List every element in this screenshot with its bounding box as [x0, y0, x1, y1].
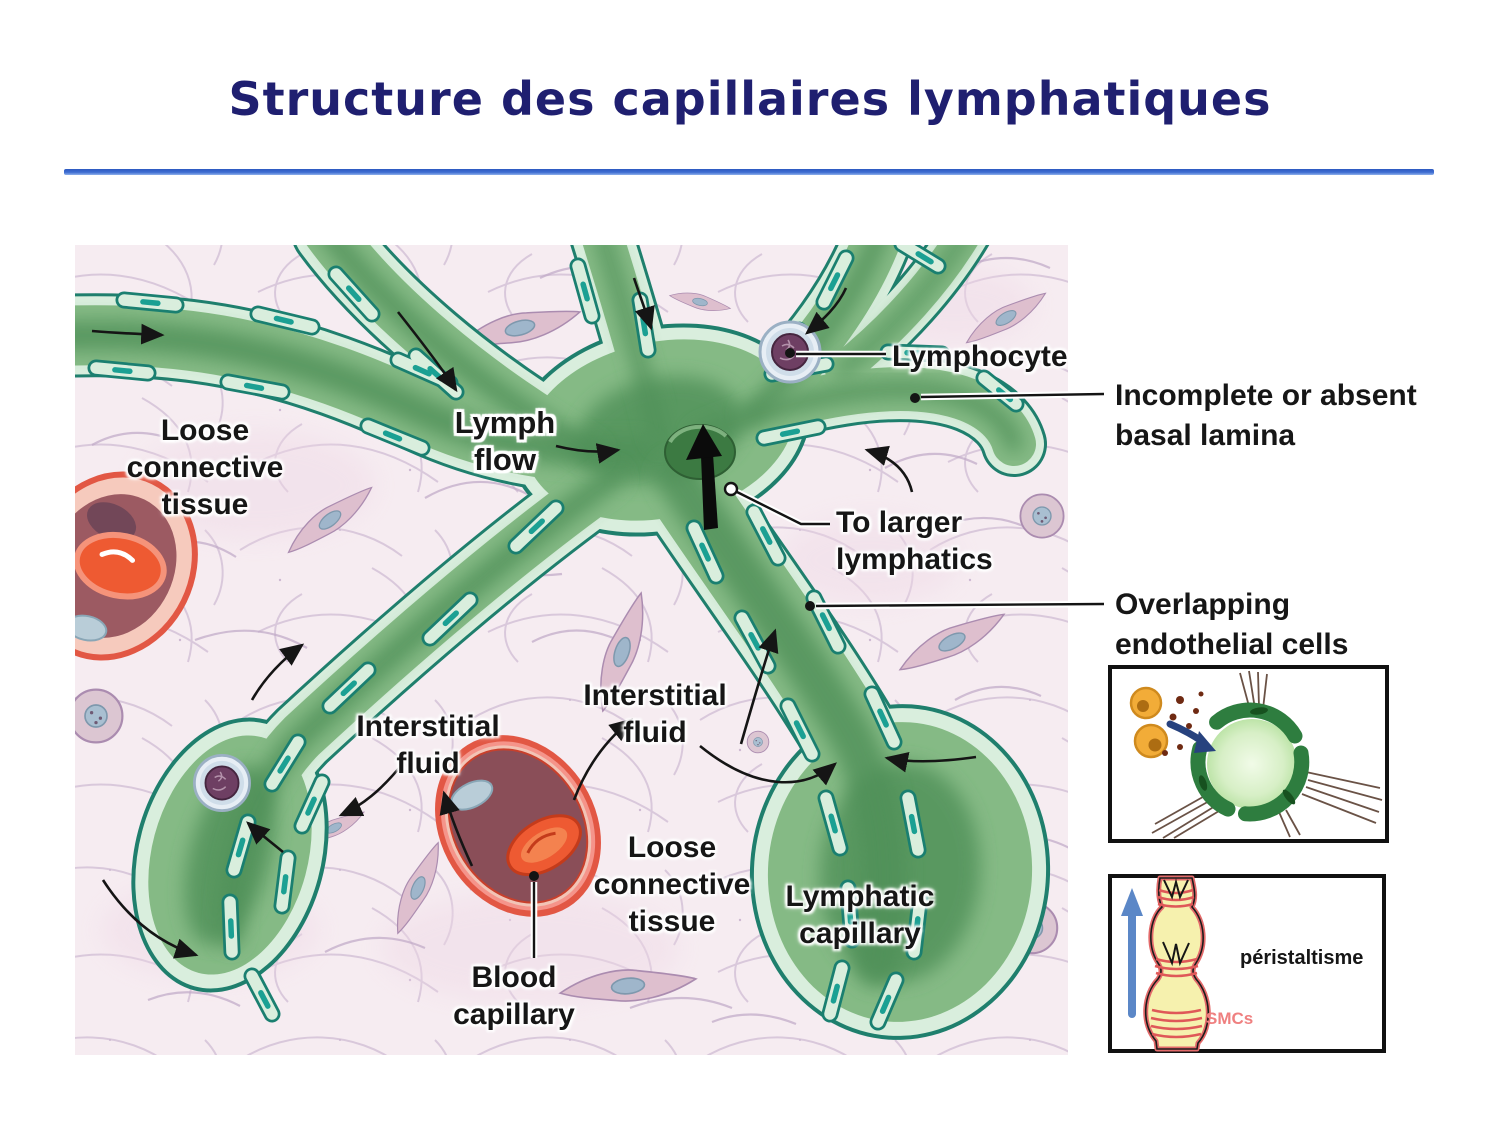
lymph-flow-thick-arrow	[686, 424, 722, 530]
label-line: flow	[474, 442, 536, 477]
label-line: Blood	[471, 961, 557, 994]
label-line: tissue	[161, 488, 249, 521]
label-overlapping-endothelial-cells: Overlapping endothelial cells	[1115, 585, 1348, 665]
to-larger-anchor-dot	[723, 481, 739, 497]
label-line: To larger	[836, 506, 963, 539]
label-line: tissue	[628, 905, 716, 938]
label-blood-capillary: Blood capillary	[453, 959, 575, 1033]
title-underline	[64, 169, 1434, 175]
illustration-base	[75, 245, 1068, 1055]
lymphocyte-anchor-dot	[785, 348, 795, 358]
label-loose-connective-tissue-left: Loose connective tissue	[127, 412, 284, 523]
label-line: lymphatics	[836, 543, 993, 576]
label-to-larger-lymphatics: To larger lymphatics	[836, 504, 993, 578]
flow-arrows	[91, 277, 977, 959]
slide-title: Structure des capillaires lymphatiques	[228, 72, 1272, 126]
blood-capillary-anchor-dot	[529, 871, 539, 881]
basal-lamina-anchor-dot	[910, 393, 920, 403]
overlapping-cells-anchor-dot	[805, 601, 815, 611]
label-lymphocyte: Lymphocyte	[892, 340, 1068, 373]
inset-overlapping-endothelium	[1108, 665, 1389, 843]
label-incomplete-basal-lamina: Incomplete or absent basal lamina	[1115, 376, 1417, 456]
capillary-lumen	[1207, 719, 1297, 809]
label-lymphatic-capillary: Lymphatic capillary	[786, 878, 935, 952]
entry-arrow	[1166, 720, 1216, 753]
label-line: connective	[593, 868, 751, 901]
inset-peristalsis	[1108, 874, 1386, 1053]
label-line: Overlapping	[1115, 588, 1291, 621]
label-line: fluid	[396, 747, 460, 780]
endothelial-cells	[87, 245, 1025, 1031]
label-line: Interstitial	[356, 710, 500, 743]
label-line: Interstitial	[583, 679, 727, 712]
blood-vessel-left	[75, 471, 198, 661]
label-line: Lymphatic	[785, 880, 935, 913]
red-blood-cell	[506, 814, 582, 876]
collecting-lymphatic-vessel	[1143, 875, 1211, 1052]
interstitial-cells	[1129, 686, 1204, 759]
label-peristaltisme: péristaltisme	[1240, 947, 1364, 969]
smooth-muscle-rings	[1150, 888, 1203, 1039]
label-line: capillary	[799, 917, 921, 950]
label-loose-connective-tissue-center: Loose connective tissue	[594, 829, 751, 940]
peristalsis-direction-arrow	[1121, 888, 1143, 1018]
label-line: Loose	[160, 414, 250, 447]
label-line: endothelial cells	[1115, 628, 1349, 661]
label-line: fluid	[623, 716, 687, 749]
leader-lines	[529, 348, 1105, 958]
label-interstitial-fluid-left: Interstitial fluid	[356, 708, 499, 782]
label-line: capillary	[453, 998, 575, 1031]
label-line: basal lamina	[1115, 419, 1296, 452]
label-line: Incomplete or absent	[1115, 379, 1417, 412]
label-line: Lymph	[454, 405, 556, 440]
label-lymph-flow: Lymph flow	[455, 404, 555, 478]
lymphocyte-cell-2	[193, 754, 251, 812]
label-line: connective	[126, 451, 284, 484]
label-smcs: SMCs	[1206, 1009, 1254, 1028]
label-line: Loose	[627, 831, 717, 864]
label-interstitial-fluid-center: Interstitial fluid	[583, 677, 726, 751]
valves	[1162, 878, 1190, 967]
